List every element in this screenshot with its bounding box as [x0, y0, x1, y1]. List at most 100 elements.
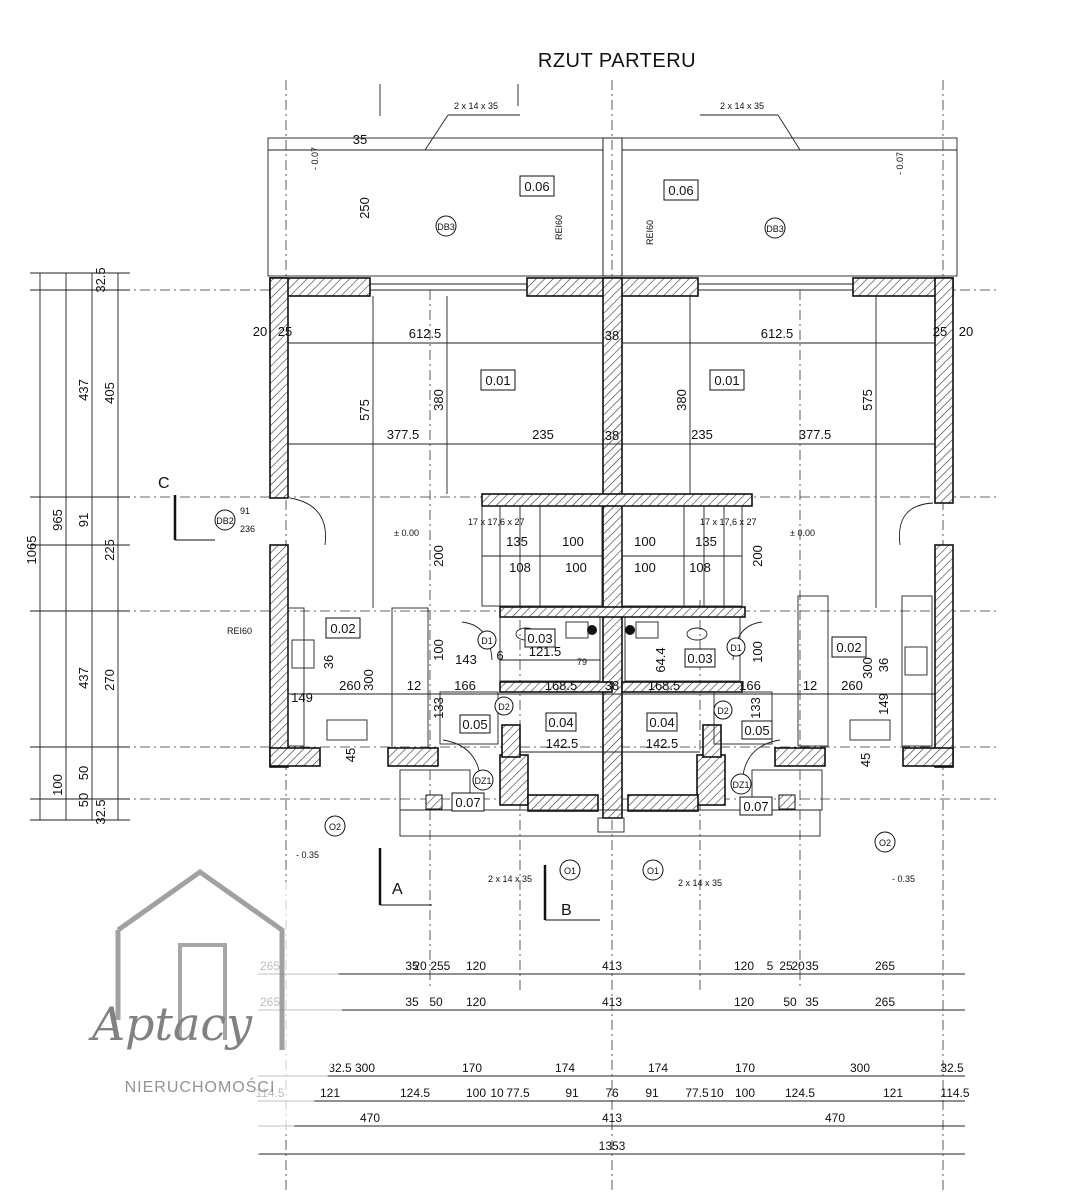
d1-label-left: D1 — [481, 636, 493, 646]
room-label-002-left: 0.02 — [330, 621, 355, 636]
dim-300-right: 300 — [860, 657, 875, 679]
dim-235-left: 235 — [532, 427, 554, 442]
watermark: Aptacy NIERUCHOMOŚCI — [2, 838, 342, 1178]
o2-label-right: O2 — [879, 838, 891, 848]
room-labels: 0.06 0.06 0.01 0.01 0.02 0.02 0.03 0.03 … — [325, 175, 867, 816]
bottom-dim-label: 121 — [320, 1086, 340, 1100]
bottom-dim-label: 10 — [490, 1086, 504, 1100]
db3-label-left: DB3 — [437, 222, 455, 232]
dim-200-right: 200 — [750, 545, 765, 567]
dim-100-bath-left: 100 — [431, 639, 446, 661]
annotations: 2 x 14 x 35 2 x 14 x 35 2 x 14 x 35 2 x … — [158, 101, 915, 921]
dim-25-right: 25 — [933, 324, 947, 339]
dim-100-b: 100 — [634, 534, 656, 549]
bottom-dim-label: 174 — [555, 1061, 575, 1075]
bottom-dim-label: 1353 — [599, 1139, 626, 1153]
bottom-dim-label: 124.5 — [785, 1086, 815, 1100]
bottom-dim-label: 413 — [602, 959, 622, 973]
dim-100-c: 100 — [565, 560, 587, 575]
level-roof-left: - 0.07 — [310, 147, 320, 170]
dim-6125-right: 612.5 — [761, 326, 794, 341]
level-minus-right: - 0.35 — [892, 874, 915, 884]
bottom-dim-label: 25 — [430, 959, 444, 973]
bottom-dim-label: 77.5 — [506, 1086, 530, 1100]
watermark-sub: NIERUCHOMOŚCI — [125, 1077, 276, 1096]
dim-149-right: 149 — [876, 693, 891, 715]
dim-45-left: 45 — [343, 748, 358, 762]
db3-label-right: DB3 — [766, 224, 784, 234]
bottom-dim-label: 77.5 — [685, 1086, 709, 1100]
level-roof-right: - 0.07 — [895, 152, 905, 175]
bottom-dim-label: 91 — [645, 1086, 659, 1100]
bottom-dim-label: 100 — [466, 1086, 486, 1100]
section-b-marker: B — [561, 902, 572, 919]
bottom-dim-label: 120 — [466, 959, 486, 973]
d1-label-right: D1 — [730, 643, 742, 653]
dim-38-top: 38 — [605, 328, 619, 343]
bottom-dim-label: 114.5 — [940, 1086, 969, 1100]
dim-3775-left: 377.5 — [387, 427, 420, 442]
bottom-dim-label: 100 — [735, 1086, 755, 1100]
section-a-marker: A — [392, 881, 403, 898]
bottom-dim-label: 170 — [462, 1061, 482, 1075]
terraces — [267, 84, 958, 277]
bottom-dim-label: 300 — [850, 1061, 870, 1075]
left-dimension-chains: 1065 965 437 91 437 100 32.5 405 225 270… — [24, 267, 130, 825]
left-dim-965: 965 — [50, 509, 65, 531]
dim-79: 79 — [577, 657, 587, 667]
room-label-003-left: 0.03 — [527, 631, 552, 646]
rei-label-left: REI60 — [227, 626, 252, 636]
room-label-004-left: 0.04 — [548, 715, 573, 730]
room-label-005-left: 0.05 — [462, 717, 487, 732]
bottom-dim-label: 50 — [429, 995, 443, 1009]
dim-260-right: 260 — [841, 678, 863, 693]
dim-380-left: 380 — [431, 389, 446, 411]
level-zero-left: ± 0.00 — [394, 528, 419, 538]
left-dim-225: 225 — [102, 539, 117, 561]
bottom-dim-label: 121 — [883, 1086, 903, 1100]
bottom-dim-label: 32.5 — [328, 1061, 352, 1075]
room-label-001-left: 0.01 — [485, 373, 510, 388]
bottom-dim-label: 20 — [413, 959, 427, 973]
bottom-dim-label: 35 — [405, 959, 419, 973]
left-dim-405: 405 — [102, 382, 117, 404]
dim-149-left: 149 — [291, 690, 313, 705]
bottom-dim-label: 124.5 — [400, 1086, 430, 1100]
o1-label-left: O1 — [564, 866, 576, 876]
dim-36-left: 36 — [321, 655, 336, 669]
exterior-walls — [269, 277, 954, 819]
dz1-label-right: DZ1 — [732, 780, 749, 790]
dim-250: 250 — [357, 197, 372, 219]
dim-166-right: 166 — [739, 678, 761, 693]
bottom-dim-label: 300 — [355, 1061, 375, 1075]
left-dim-325-top: 32.5 — [93, 267, 108, 292]
bottom-dim-label: 120 — [734, 959, 754, 973]
dim-166-left: 166 — [454, 678, 476, 693]
dim-3775-right: 377.5 — [799, 427, 832, 442]
stair-spec-left: 17 x 17,6 x 27 — [468, 517, 525, 527]
section-c-marker: C — [158, 475, 170, 492]
house-icon — [115, 868, 285, 1050]
bottom-dim-label: 174 — [648, 1061, 668, 1075]
dz1-label-left: DZ1 — [474, 776, 491, 786]
dim-575-left: 575 — [357, 399, 372, 421]
room-label-007-left: 0.07 — [455, 795, 480, 810]
dim-6: 6 — [496, 648, 503, 663]
bottom-dim-label: 265 — [875, 995, 895, 1009]
dim-1425-right: 142.5 — [646, 736, 679, 751]
dim-108-left: 108 — [509, 560, 531, 575]
dim-1685-left: 168.5 — [545, 678, 578, 693]
bottom-dim-label: 35 — [405, 995, 419, 1009]
left-dim-91: 91 — [76, 513, 91, 527]
room-label-002-right: 0.02 — [836, 640, 861, 655]
windows — [370, 283, 853, 291]
dim-644: 64.4 — [653, 647, 668, 672]
rei-label-terrace-left: REI60 — [554, 215, 564, 240]
dim-100-bath-right: 100 — [750, 641, 765, 663]
o1-label-right: O1 — [647, 866, 659, 876]
bottom-dim-label: 25 — [779, 959, 793, 973]
bottom-dim-label: 50 — [783, 995, 797, 1009]
dim-133-left: 133 — [431, 697, 446, 719]
dim-20-left: 20 — [253, 324, 267, 339]
